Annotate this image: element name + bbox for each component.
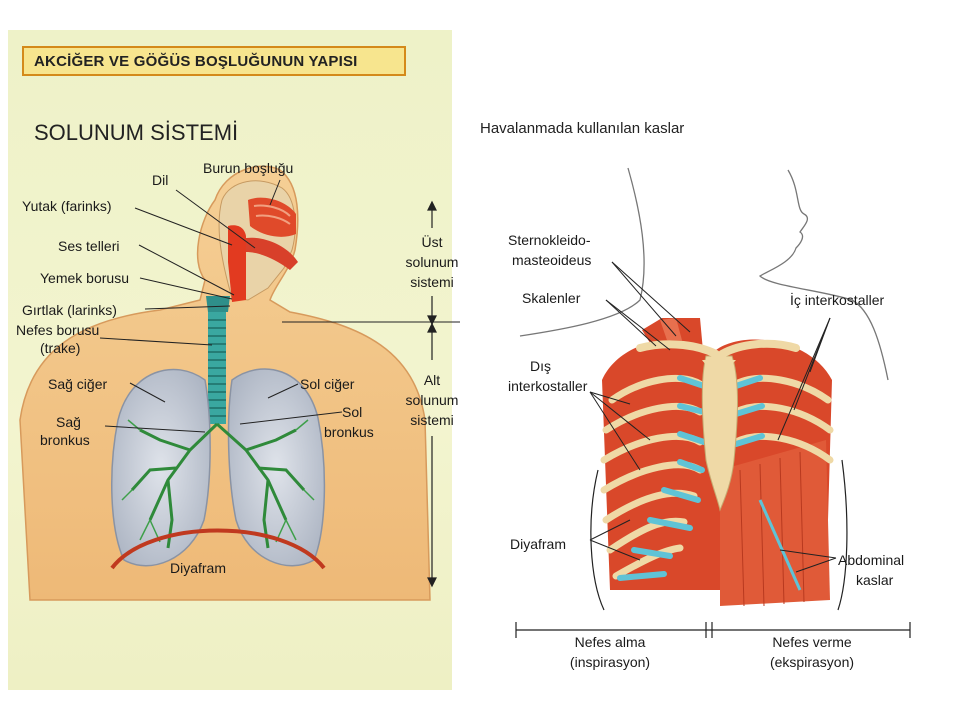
- torso-figure: [19, 165, 431, 601]
- label-pharynx: Yutak (farinks): [22, 198, 112, 214]
- label-upper-1: Üst: [421, 234, 443, 250]
- label-trachea: Nefes borusu: [16, 322, 100, 338]
- label-scm-sub: masteoideus: [512, 252, 592, 268]
- respiratory-heading: SOLUNUM SİSTEMİ: [34, 120, 239, 145]
- label-lower-1: Alt: [423, 372, 441, 388]
- label-scm: Sternokleido-: [508, 232, 591, 248]
- left-lung: [227, 368, 326, 567]
- label-left-lung: Sol ciğer: [300, 376, 355, 392]
- right-lung: [111, 368, 211, 567]
- ribcage-figure: [519, 167, 889, 607]
- label-lower-3: sistemi: [410, 412, 454, 428]
- label-left-bronchus: Sol: [342, 404, 363, 420]
- label-trachea-sub: (trake): [40, 340, 81, 356]
- label-right-lung: Sağ ciğer: [48, 376, 108, 392]
- label-scalenes: Skalenler: [522, 290, 581, 306]
- label-external-intercostals: Dış: [530, 358, 551, 374]
- label-right-bronchus: Sağ: [56, 414, 81, 430]
- muscles-heading: Havalanmada kullanılan kaslar: [480, 120, 685, 137]
- region-arrows: [427, 200, 437, 588]
- label-upper-2: solunum: [405, 254, 459, 270]
- label-esophagus: Yemek borusu: [40, 270, 129, 286]
- right-leader-lines: [589, 261, 837, 573]
- label-inhale: Nefes alma: [574, 634, 646, 650]
- slide-title: AKCİĞER VE GÖĞÜS BOŞLUĞUNUN YAPISI: [22, 46, 406, 76]
- label-right-bronchus-sub: bronkus: [40, 432, 90, 448]
- label-diaphragm-right: Diyafram: [510, 536, 567, 552]
- label-lower-2: solunum: [405, 392, 459, 408]
- label-abdominal-sub: kaslar: [856, 572, 894, 588]
- bronchial-tree: [130, 422, 306, 549]
- label-larynx: Gırtlak (larinks): [22, 302, 117, 318]
- label-exhale-sub: (ekspirasyon): [769, 654, 855, 670]
- label-inhale-sub: (inspirasyon): [569, 654, 651, 670]
- label-diaphragm: Diyafram: [170, 560, 227, 576]
- label-internal-intercostals: İç interkostaller: [790, 292, 885, 308]
- label-vocal-cords: Ses telleri: [58, 238, 120, 254]
- left-leader-lines: [99, 179, 460, 433]
- label-upper-3: sistemi: [410, 274, 454, 290]
- label-nasal-cavity: Burun boşluğu: [203, 160, 294, 176]
- label-exhale: Nefes verme: [772, 634, 852, 650]
- motion-arrows: [590, 459, 848, 611]
- label-tongue: Dil: [152, 172, 169, 188]
- diaphragm-muscle: [110, 528, 326, 570]
- label-abdominal: Abdominal: [838, 552, 905, 568]
- phase-ruler: [515, 622, 911, 638]
- label-left-bronchus-sub: bronkus: [324, 424, 374, 440]
- label-external-intercostals-sub: interkostaller: [508, 378, 588, 394]
